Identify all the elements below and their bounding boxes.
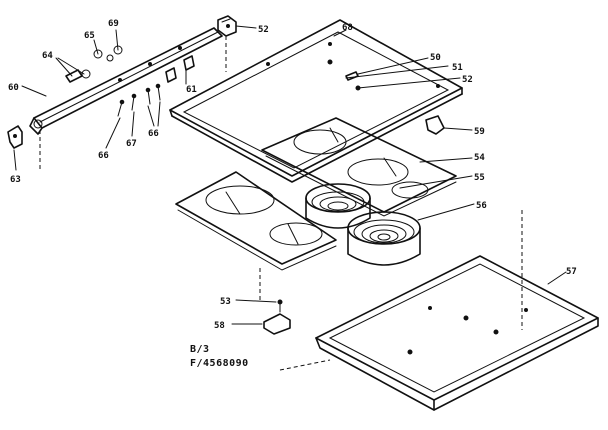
side-bracket: [7, 125, 23, 149]
callout-63: 63: [10, 175, 21, 185]
mounting-bracket-top: [217, 15, 237, 37]
clips-61: [165, 55, 195, 83]
figure-caption: B/3 F/4568090: [190, 344, 249, 369]
screws-front: [117, 83, 161, 117]
assembly-guide-lines: [39, 36, 523, 371]
callout-60: 60: [8, 83, 19, 93]
callout-56: 56: [476, 201, 487, 211]
callout-64: 64: [42, 51, 53, 61]
callout-55: 55: [474, 173, 485, 183]
burner-element-55: [305, 183, 371, 229]
callout-52-top: 52: [258, 25, 269, 35]
callout-50: 50: [430, 53, 441, 63]
callout-labels: 52 68 50 51 52 69 65 64 60 61 66 67 66 5…: [8, 19, 577, 331]
leader-lines: [13, 25, 567, 325]
glass-top-lower: [175, 171, 337, 271]
glass-cooktop-panel: [261, 117, 457, 217]
callout-51: 51: [452, 63, 463, 73]
callout-54: 54: [474, 153, 485, 163]
caption-line-2: F/4568090: [190, 358, 249, 369]
callout-59: 59: [474, 127, 485, 137]
callout-57: 57: [566, 267, 577, 277]
caption-line-1: B/3: [190, 344, 210, 355]
frame-screws: [327, 59, 361, 91]
callout-66-right: 66: [148, 129, 159, 139]
callout-68: 68: [342, 23, 353, 33]
cooktop-frame: [169, 19, 463, 183]
callout-52-right: 52: [462, 75, 473, 85]
callout-61: 61: [186, 85, 197, 95]
rear-trim-strip: [29, 27, 223, 135]
callout-69: 69: [108, 19, 119, 29]
callout-66-left: 66: [98, 151, 109, 161]
trim-clips: [65, 45, 123, 83]
latch-59: [425, 115, 445, 135]
burner-element-56: [347, 211, 421, 266]
callout-58: 58: [214, 321, 225, 331]
callout-67: 67: [126, 139, 137, 149]
cooktop-bottom-pan: [315, 255, 599, 411]
bracket-58: [263, 299, 291, 335]
callout-53: 53: [220, 297, 231, 307]
callout-65: 65: [84, 31, 95, 41]
